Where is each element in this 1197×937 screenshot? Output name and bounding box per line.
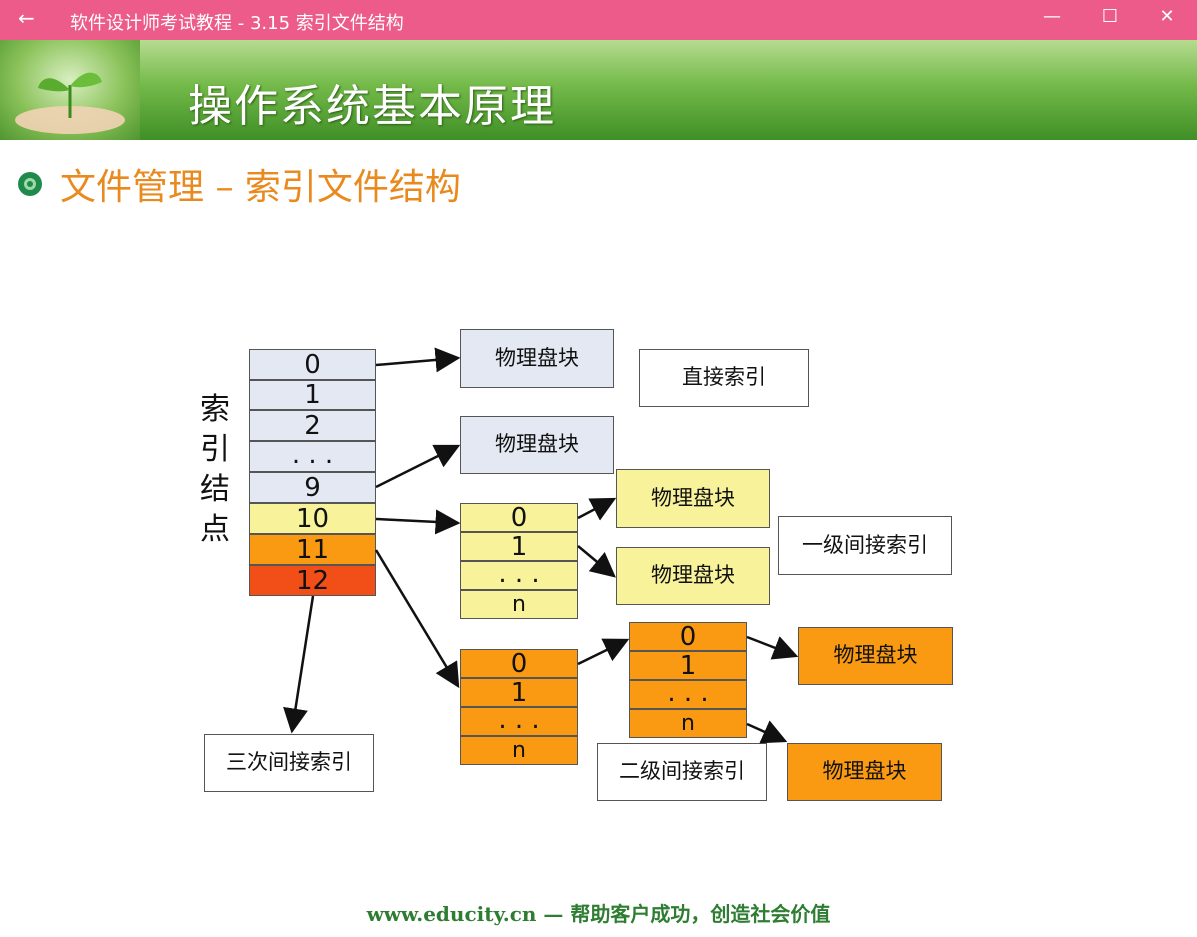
slide-heading: 文件管理 – 索引文件结构 [60,167,461,208]
level1-cell-ellipsis: . . . [460,561,578,590]
label-triple-indirect: 三次间接索引 [204,734,374,792]
index-cell-2: 2 [249,410,376,441]
physical-block-single-2: 物理盘块 [616,547,770,605]
index-cell-1: 1 [249,380,376,410]
level2b-cell-1: 1 [629,651,747,680]
level2b-cell-ellipsis: . . . [629,680,747,709]
minimize-icon[interactable]: — [1043,6,1061,27]
maximize-icon[interactable]: ☐ [1101,6,1119,27]
banner-title: 操作系统基本原理 [188,81,556,132]
arrow-direct-1 [375,347,461,373]
level2a-cell-ellipsis: . . . [460,707,578,736]
index-cell-10: 10 [249,503,376,534]
level1-cell-1: 1 [460,532,578,561]
index-cell-12: 12 [249,565,376,596]
physical-block-direct-1: 物理盘块 [460,329,614,388]
index-node-char: 点 [200,512,230,547]
index-node-char: 结 [200,472,230,507]
back-arrow-icon[interactable]: ← [18,6,35,30]
level2a-cell-n: n [460,736,578,765]
level2b-cell-n: n [629,709,747,738]
arrow-triple [283,595,315,734]
level2b-cell-0: 0 [629,622,747,651]
index-node-char: 引 [200,432,230,467]
flower-bullet-icon [14,168,46,200]
index-cell-ellipsis: . . . [249,441,376,472]
arrow-double [374,549,460,689]
index-node-label: 索 引 结 点 [198,390,232,550]
plant-in-hands-image [0,40,140,140]
close-icon[interactable]: ✕ [1159,6,1175,27]
slide-footer: www.educity.cn — 帮助客户成功，创造社会价值 [366,902,831,926]
physical-block-double-1: 物理盘块 [798,627,953,685]
level2a-cell-0: 0 [460,649,578,678]
physical-block-single-1: 物理盘块 [616,469,770,528]
arrow-single [375,509,461,535]
label-single-indirect: 一级间接索引 [778,516,952,575]
index-cell-9: 9 [249,472,376,503]
window-title: 软件设计师考试教程 - 3.15 索引文件结构 [70,13,404,34]
physical-block-double-2: 物理盘块 [787,743,942,801]
label-direct-index: 直接索引 [639,349,809,407]
index-cell-11: 11 [249,534,376,565]
index-node-char: 索 [200,392,230,427]
title-bar: ← 软件设计师考试教程 - 3.15 索引文件结构 — ☐ ✕ [0,0,1197,40]
arrow-direct-2 [375,444,461,489]
slide-banner: 操作系统基本原理 [0,40,1197,140]
arrow-single-block-2 [577,545,616,578]
label-double-indirect: 二级间接索引 [597,743,767,801]
arrow-double-block-2 [746,720,788,744]
physical-block-direct-2: 物理盘块 [460,416,614,474]
arrow-double-level2 [577,638,630,666]
level1-cell-n: n [460,590,578,619]
level1-cell-0: 0 [460,503,578,532]
arrow-single-block-1 [577,497,617,521]
index-cell-0: 0 [249,349,376,380]
arrow-double-block-1 [746,635,799,660]
level2a-cell-1: 1 [460,678,578,707]
